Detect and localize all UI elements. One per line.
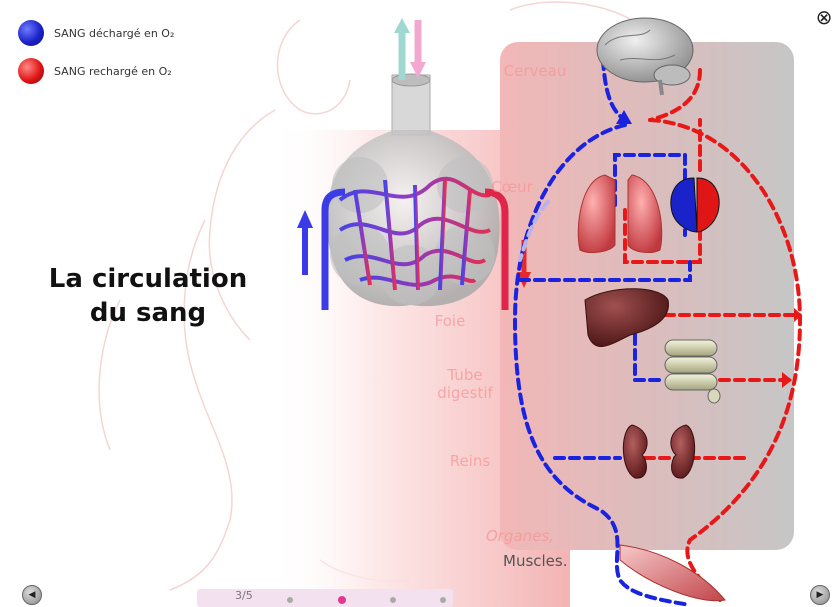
red-blood-icon [18,58,44,84]
legend-recharged-label: SANG rechargé en O₂ [54,65,172,78]
label-muscles: Muscles. [503,552,568,570]
label-tube-line1: Tube [425,366,505,384]
title-line-2: du sang [28,296,268,330]
legend-discharged: SANG déchargé en O₂ [18,20,174,46]
close-icon[interactable]: ⊗ [813,6,834,28]
page-dot[interactable] [390,597,396,603]
next-button[interactable]: ▶ [810,585,830,605]
legend-recharged: SANG rechargé en O₂ [18,58,172,84]
legend-discharged-label: SANG déchargé en O₂ [54,27,174,40]
page-title: La circulation du sang [28,262,268,330]
label-tube-line2: digestif [425,384,505,402]
label-cerveau: Cerveau [495,62,575,80]
blue-blood-icon [18,20,44,46]
page-dot[interactable] [287,597,293,603]
label-reins: Reins [430,452,510,470]
label-coeur: Cœur [482,178,542,196]
label-foie: Foie [420,312,480,330]
label-organes: Organes, [486,527,554,545]
page-dot[interactable] [440,597,446,603]
label-tube: Tube digestif [425,366,505,402]
title-line-1: La circulation [28,262,268,296]
page-dot-active[interactable] [338,596,346,604]
prev-button[interactable]: ◀ [22,585,42,605]
page-number: 3/5 [235,589,253,602]
